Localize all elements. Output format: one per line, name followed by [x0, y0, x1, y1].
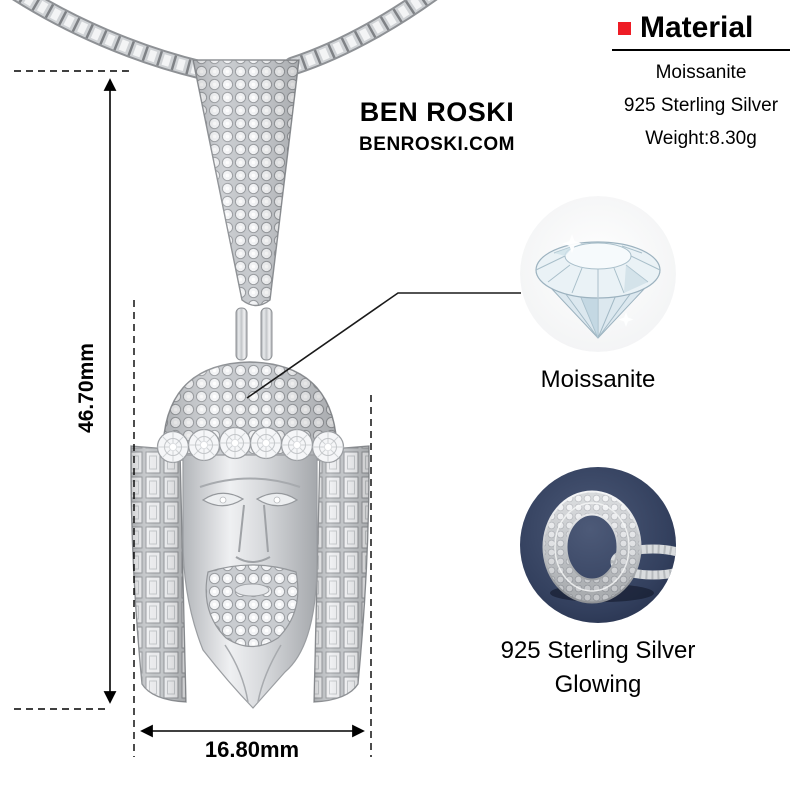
moissanite-label: Moissanite [540, 366, 656, 393]
ring-label-line1: 925 Sterling Silver [500, 637, 696, 664]
dimension-lines [14, 70, 372, 757]
brand-website: BENROSKI.COM [359, 134, 515, 155]
material-panel: Material Moissanite 925 Sterling Silver … [612, 10, 790, 150]
material-divider [612, 49, 790, 51]
width-dimension-label: 16.80mm [204, 737, 300, 762]
diamond-gem-icon [520, 196, 676, 352]
silver-ring-icon [520, 467, 676, 623]
red-square-icon [618, 21, 631, 35]
jesus-pendant [130, 59, 370, 709]
pendant-hair [130, 445, 370, 703]
moissanite-photo-inset [520, 196, 676, 352]
ring-photo-inset [520, 467, 676, 623]
brand-block: BEN ROSKI BENROSKI.COM [327, 97, 547, 156]
material-item-metal: 925 Sterling Silver [623, 95, 779, 116]
pendant-face [182, 454, 318, 709]
ring-label-line2: Glowing [554, 671, 642, 698]
pendant-bail [192, 59, 300, 307]
material-title-row: Material [612, 10, 790, 46]
ring-label: 925 Sterling Silver Glowing [458, 634, 738, 702]
material-item-stone: Moissanite [655, 62, 747, 83]
material-item-weight: Weight:8.30g [645, 128, 757, 149]
pendant-connector [235, 307, 273, 361]
material-title: Material [640, 11, 754, 44]
callout-line [246, 292, 521, 399]
height-dimension-label: 46.70mm [75, 343, 98, 433]
rope-chain [12, 0, 438, 80]
brand-name: BEN ROSKI [359, 97, 515, 127]
